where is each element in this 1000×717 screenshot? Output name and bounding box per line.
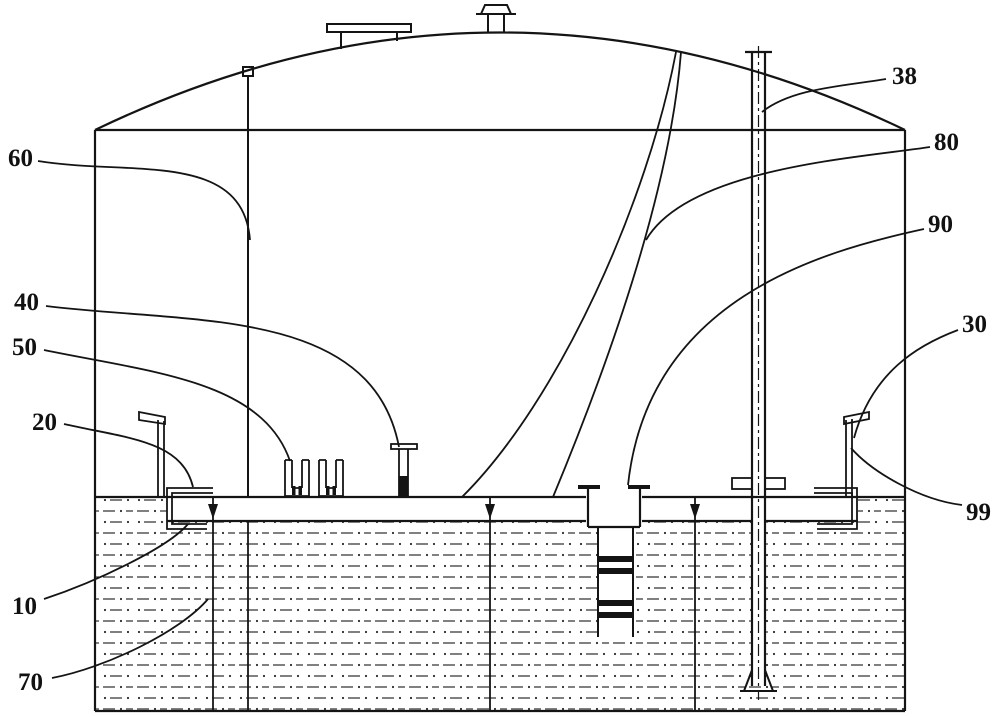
leg-arrow-icon: [690, 504, 700, 519]
gauge-pipe: [731, 46, 786, 700]
guide-pole: [242, 66, 254, 710]
right-rim-bracket: [814, 410, 870, 530]
reference-numerals: 60 40 50 20 10 70 38 80 90 30 99: [8, 63, 991, 696]
label-30: 30: [962, 311, 987, 338]
tank-shell: [93, 31, 907, 713]
leader-50: [43, 349, 291, 462]
leader-lines: [37, 78, 963, 679]
label-50: 50: [12, 334, 37, 361]
label-70: 70: [18, 669, 43, 696]
pipe-foot: [740, 669, 777, 692]
deck-lines: [95, 495, 905, 523]
leg-arrow-icon: [485, 504, 495, 519]
leader-70: [51, 598, 209, 679]
ladder-rung: [598, 556, 633, 562]
pipe-deck-gland: [731, 477, 786, 490]
leader-99: [850, 447, 963, 506]
ladder-rung: [598, 600, 633, 606]
deck-vent-pipe: [390, 443, 418, 497]
label-99: 99: [966, 499, 991, 526]
label-40: 40: [14, 289, 39, 316]
label-10: 10: [12, 593, 37, 620]
label-20: 20: [32, 409, 57, 436]
deck-manhole: [578, 485, 650, 529]
ladder-rung: [598, 612, 633, 618]
label-60: 60: [8, 145, 33, 172]
roof-arc: [94, 31, 906, 131]
label-38: 38: [892, 63, 917, 90]
leader-10: [43, 523, 189, 600]
leader-30: [853, 329, 959, 439]
leader-20: [63, 423, 194, 488]
label-90: 90: [928, 211, 953, 238]
swing-line: [461, 51, 682, 498]
deck-channel-fittings: [284, 459, 344, 497]
leader-60: [37, 160, 251, 241]
liquid-fill: [96, 499, 904, 710]
ladder: [597, 527, 634, 637]
leader-40: [45, 305, 400, 448]
leader-38: [761, 78, 887, 113]
deck-support-legs: [208, 497, 700, 710]
roof-vent-icon: [476, 4, 516, 33]
left-rim-bracket: [138, 410, 213, 530]
roof-hatch-icon: [326, 23, 412, 49]
label-80: 80: [934, 129, 959, 156]
leader-90: [627, 228, 925, 486]
leg-arrow-icon: [208, 504, 218, 519]
ladder-rung: [598, 568, 633, 574]
leader-80: [645, 146, 931, 241]
